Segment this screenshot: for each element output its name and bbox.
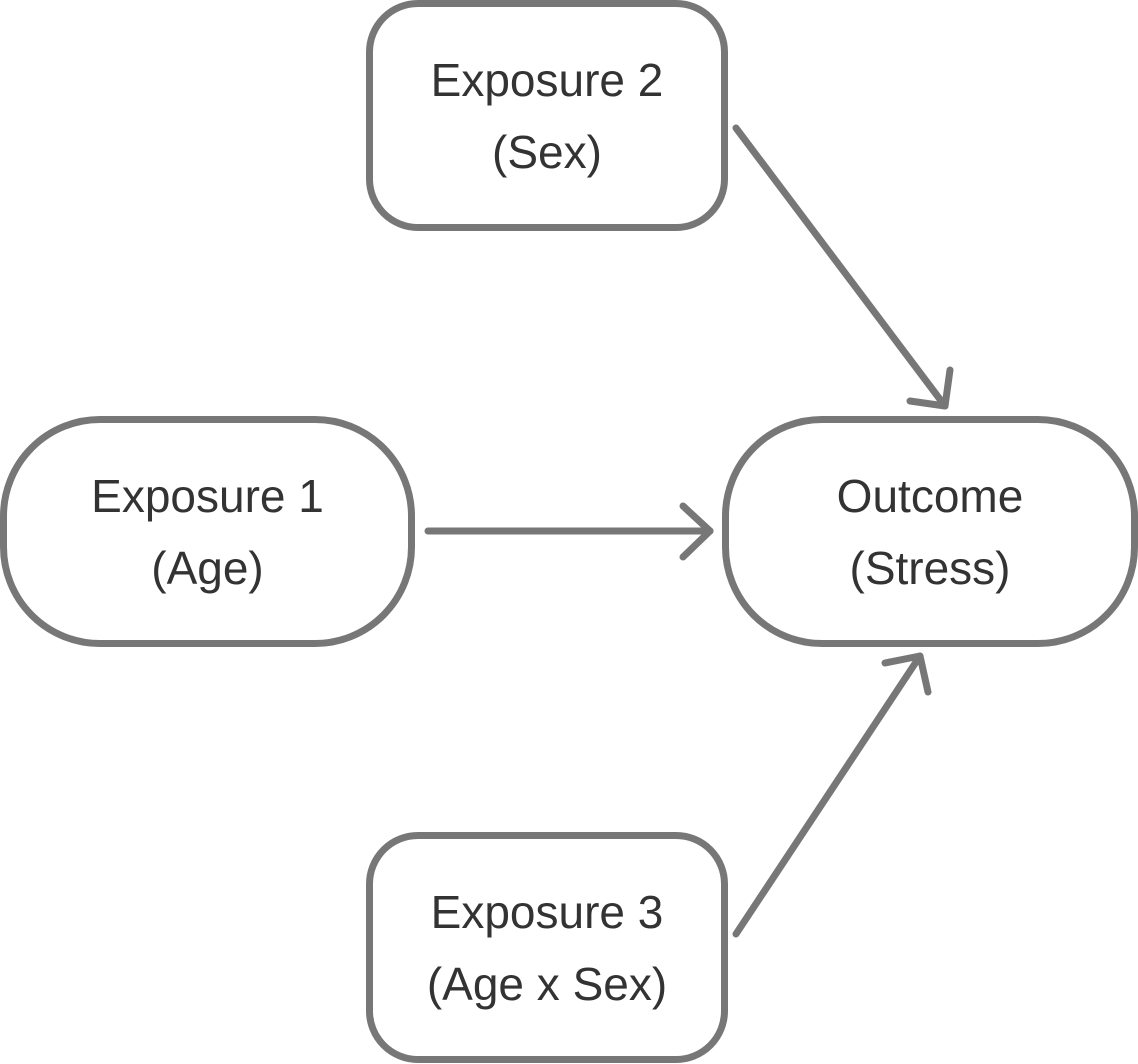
node-exposure-2[interactable]: Exposure 2 (Sex) [366,0,728,231]
node-outcome-title: Outcome [836,469,1024,522]
node-exposure-3[interactable]: Exposure 3 (Age x Sex) [366,832,728,1063]
node-outcome-subtitle: (Stress) [849,541,1011,594]
node-exposure-1-title: Exposure 1 [91,469,324,522]
node-exposure-3-subtitle: (Age x Sex) [426,957,668,1010]
edge-exposure3-to-outcome [732,652,932,938]
node-outcome[interactable]: Outcome (Stress) [722,416,1138,647]
node-exposure-1-subtitle: (Age) [151,541,264,594]
edge-exposure1-to-outcome [424,502,714,561]
node-exposure-2-subtitle: (Sex) [492,125,602,178]
edge-exposure2-to-outcome [732,124,954,410]
node-exposure-2-title: Exposure 2 [430,53,664,106]
node-exposure-3-title: Exposure 3 [430,885,664,938]
node-exposure-1[interactable]: Exposure 1 (Age) [0,416,415,647]
